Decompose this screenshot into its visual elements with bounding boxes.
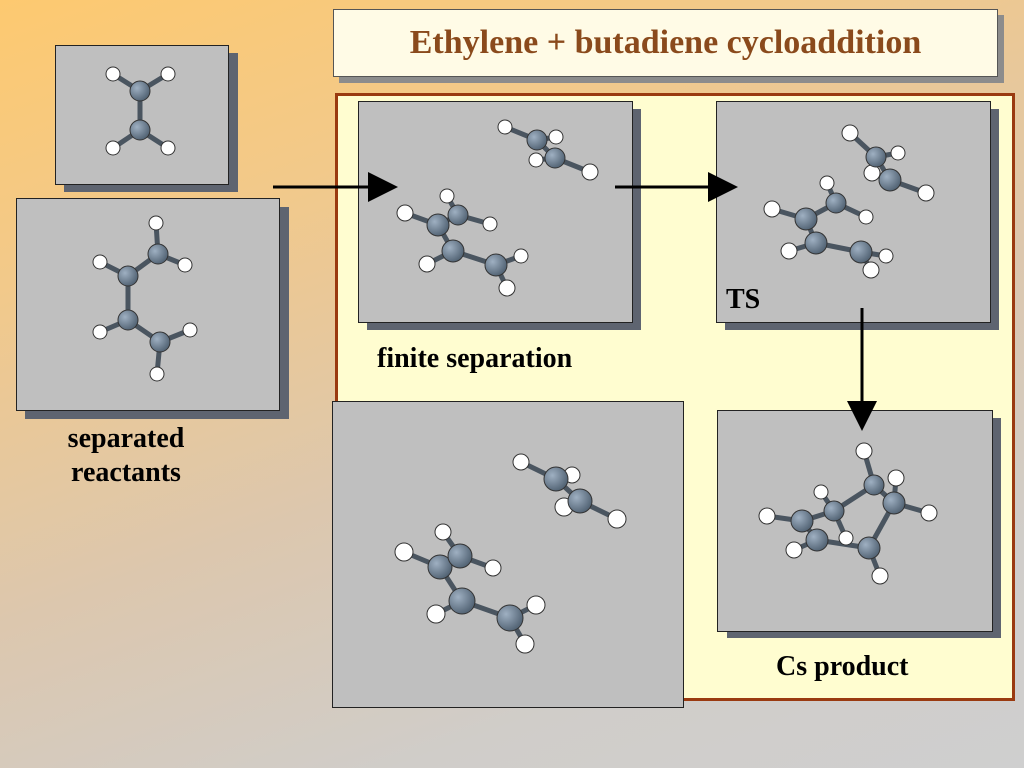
large-separation-panel	[332, 401, 684, 708]
cs-product-atoms	[758, 442, 938, 585]
ts-atoms	[763, 124, 935, 279]
cs-product-label: Cs product	[776, 651, 909, 682]
separated-reactants-line2: reactants	[71, 457, 181, 488]
ts-label: TS	[726, 284, 761, 315]
butadiene-atoms	[92, 215, 198, 382]
butadiene-molecule	[98, 222, 191, 375]
ethylene-atoms	[105, 66, 176, 156]
finite-separation-panel	[358, 101, 633, 323]
title-box: Ethylene + butadiene cycloaddition	[333, 9, 998, 77]
large-panel-atoms	[394, 453, 627, 654]
separated-reactants-label: separated reactants	[52, 422, 200, 490]
finite-separation-atoms	[396, 119, 599, 297]
separated-reactants-line1: separated	[67, 423, 185, 454]
page-title: Ethylene + butadiene cycloaddition	[409, 24, 922, 61]
butadiene-panel	[16, 198, 280, 411]
finite-separation-label: finite separation	[377, 343, 573, 374]
